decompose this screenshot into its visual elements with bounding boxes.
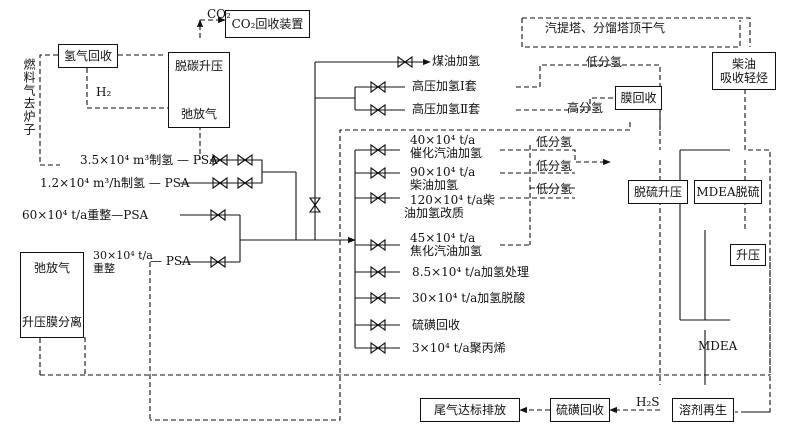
psa-60-label: 60×10⁴ t/a重整—PSA [22,208,149,222]
sulfur-recovery-box: 硫磺回收 [550,398,610,422]
low-sep-h2-label-4: 低分氢 [536,182,573,196]
low-sep-h2-label-2: 低分氢 [536,135,573,149]
boost-box: 升压 [730,244,766,266]
mdea-desulf-box: MDEA脱硫 [694,180,762,204]
diesel-mod-label-a: 120×10⁴ t/a柴 [410,193,495,207]
purge-gas-label-2: 弛放气 [33,261,70,275]
low-sep-h2-label-1: 低分氢 [586,55,623,69]
psa-12-label: 1.2×10⁴ m³/h制氢 — PSA [40,176,190,190]
hydrotreat-label: 8.5×10⁴ t/a加氢处理 [412,265,530,279]
psa-30-label-a: 30×10⁴ t/a [93,249,153,262]
membrane-recovery-box: 膜回收 [615,86,662,110]
deacid-label: 30×10⁴ t/a加氢脱酸 [412,291,526,305]
diesel-label-a: 90×10⁴ t/a [410,165,476,179]
high-sep-h2-label: 高分氢 [567,101,604,115]
sulfur-label: 硫磺回收 [412,318,461,332]
diesel-absorb-box: 柴油 吸收轻烃 [712,52,776,90]
low-sep-h2-label-3: 低分氢 [536,159,573,173]
tail-gas-box: 尾气达标排放 [420,398,520,422]
desulf-boost-box: 脱硫升压 [628,180,688,204]
psa-35-label: 3.5×10⁴ m³制氢 — PSA [80,153,218,167]
solvent-regen-box: 溶剂再生 [672,398,734,422]
kerosene-label: 煤油加氢 [432,54,481,68]
fcc-label-a: 40×10⁴ t/a [410,133,476,147]
fuel-gas-label: 燃料气去炉子 [22,58,36,136]
stripper-label: 汽提塔、分馏塔顶干气 [545,21,666,35]
psa-30-label-c: — PSA [150,254,191,268]
boost-membrane-label: 升压膜分离 [21,315,82,329]
h2s-label: H₂S [636,395,660,409]
h2-label: H₂ [96,85,112,99]
purge-membrane-box: 弛放气 升压膜分离 [20,252,84,338]
fcc-label-b: 催化汽油加氢 [410,146,483,160]
co2-label: CO₂ [207,7,231,21]
coker-label-a: 45×10⁴ t/a [410,231,476,245]
hp2-label: 高压加氢Ⅱ套 [412,102,481,116]
decarb-boost-label: 脱碳升压 [174,59,223,73]
decarb-boost-box: 脱碳升压 弛放气 [168,52,230,128]
mdea-label: MDEA [698,339,738,353]
diesel-label-b: 柴油加氢 [410,178,459,192]
h2-recovery-box: 氢气回收 [58,44,118,68]
co2-recovery-plant: CO₂回收装置 [225,10,310,38]
purge-gas-label-1: 弛放气 [180,107,217,121]
diesel-mod-label-b: 油加氢改质 [404,206,465,220]
coker-label-b: 焦化汽油加氢 [410,244,483,258]
polypropylene-label: 3×10⁴ t/a聚丙烯 [412,341,506,355]
hp1-label: 高压加氢Ⅰ套 [412,79,477,93]
psa-30-label-b: 重整 [93,262,115,275]
